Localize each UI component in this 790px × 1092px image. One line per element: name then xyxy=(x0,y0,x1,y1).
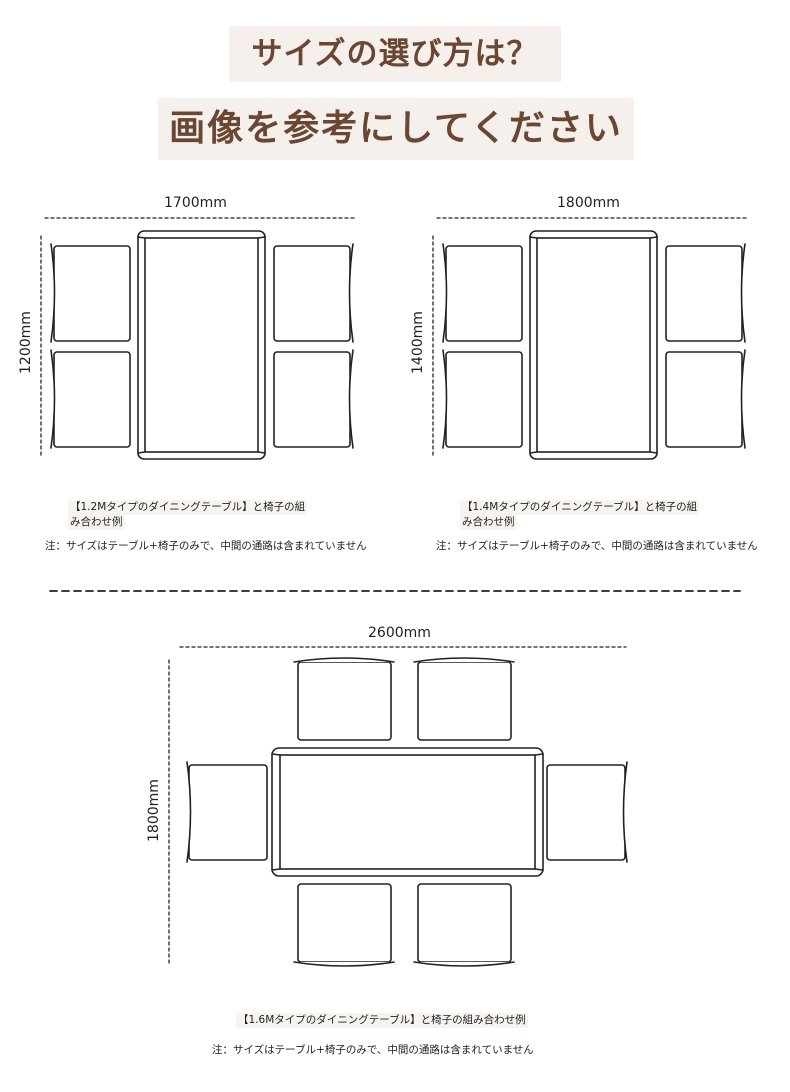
layout1-caption-line1: 【1.2Mタイプのダイニングテーブル】と椅子の組 xyxy=(68,500,308,515)
layout3-chair-left xyxy=(186,761,268,863)
layout3-chair-top-left xyxy=(293,657,395,741)
layout1-note: 注：サイズはテーブル+椅子のみで、中間の通路は含まれていません xyxy=(45,540,367,552)
layout2-chair-left-top xyxy=(442,243,523,343)
layout3-chair-right xyxy=(546,761,628,863)
layout2-caption-line1: 【1.4Mタイプのダイニングテーブル】と椅子の組 xyxy=(460,500,700,515)
layout2-chair-left-bottom xyxy=(442,349,523,449)
layout1-caption-line2: み合わせ例 xyxy=(68,515,125,530)
layout2-table xyxy=(529,230,658,460)
layout2-chair-right-bottom xyxy=(665,349,746,449)
layout3-width-label: 2600mm xyxy=(368,625,431,641)
title-line-1: サイズの選び方は？ xyxy=(229,26,561,82)
layout1-chair-left-bottom xyxy=(50,349,131,449)
layout1-chair-right-top xyxy=(273,243,354,343)
layout3-table xyxy=(271,747,544,877)
layout1-depth-label: 1200mm xyxy=(18,311,34,374)
layout1-chair-right-bottom xyxy=(273,349,354,449)
layout3-chair-top-right xyxy=(413,657,515,741)
title-line-2: 画像を参考にしてください xyxy=(158,98,634,160)
layout2-note: 注：サイズはテーブル+椅子のみで、中間の通路は含まれていません xyxy=(436,540,758,552)
layout3-depth-label: 1800mm xyxy=(146,779,162,842)
layout3-chair-bottom-left xyxy=(293,883,395,967)
layout2-width-label: 1800mm xyxy=(557,195,620,211)
layout2-caption-line2: み合わせ例 xyxy=(460,515,517,530)
layout1-table xyxy=(137,230,266,460)
layout1-chair-left-top xyxy=(50,243,131,343)
layout3-chair-bottom-right xyxy=(413,883,515,967)
layout1-width-label: 1700mm xyxy=(164,195,227,211)
layout3-note: 注：サイズはテーブル+椅子のみで、中間の通路は含まれていません xyxy=(212,1044,534,1056)
layout3-caption: 【1.6Mタイプのダイニングテーブル】と椅子の組み合わせ例 xyxy=(236,1013,528,1028)
layout2-depth-label: 1400mm xyxy=(410,311,426,374)
layout2-chair-right-top xyxy=(665,243,746,343)
